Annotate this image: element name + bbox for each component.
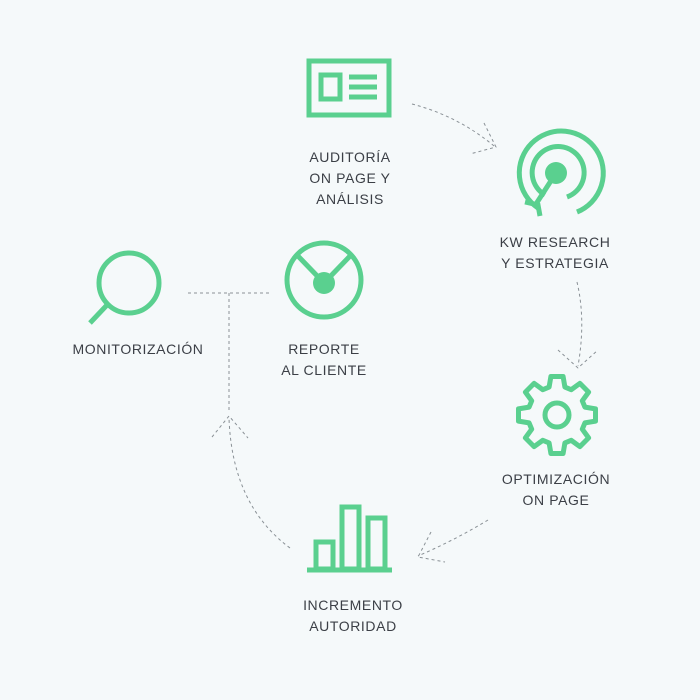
connector-authority-to-report	[228, 417, 291, 549]
document-icon	[306, 58, 392, 118]
label-reporte: REPORTE AL CLIENTE	[281, 341, 367, 378]
label-kw-research: KW RESEARCH Y ESTRATEGIA	[499, 234, 611, 271]
magnifier-icon	[88, 250, 162, 325]
connector-optim-to-authority	[417, 519, 489, 557]
arrowhead-optim	[557, 349, 599, 369]
clock-report-icon	[284, 240, 364, 320]
label-monitorizacion: MONITORIZACIÓN	[72, 341, 204, 357]
arrowhead-authority	[417, 531, 446, 563]
gear-icon	[516, 374, 598, 456]
label-incremento: INCREMENTO AUTORIDAD	[303, 597, 403, 634]
label-auditoria: AUDITORÍA ON PAGE Y ANÁLISIS	[309, 149, 391, 207]
connector-audit-to-kw	[411, 103, 495, 147]
connectors	[188, 103, 599, 563]
label-optimizacion: OPTIMIZACIÓN ON PAGE	[501, 471, 611, 508]
bar-chart-icon	[307, 504, 392, 573]
target-icon	[516, 128, 606, 217]
arrowhead-kw	[469, 122, 497, 155]
connector-kw-to-optim	[576, 281, 583, 367]
